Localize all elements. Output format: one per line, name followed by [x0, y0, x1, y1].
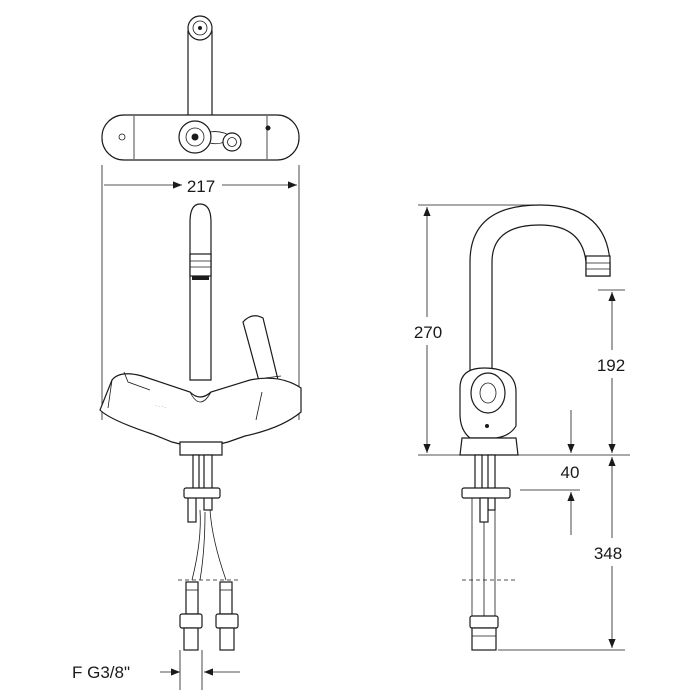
- top-view: [101, 15, 300, 161]
- dimension-thread-offset: 40: [561, 410, 580, 535]
- svg-text:· · · ·: · · · ·: [155, 403, 167, 411]
- dimension-height-label: 270: [414, 323, 442, 342]
- aerator-front-icon: [189, 253, 212, 277]
- dimension-spout-height: 192: [597, 292, 625, 453]
- side-extension-lines: [418, 204, 630, 651]
- aerator-side-icon: [585, 255, 611, 277]
- dimension-width: 217: [101, 165, 300, 420]
- dimension-height: 270: [414, 207, 442, 453]
- front-view: · · · ·: [99, 203, 302, 690]
- dimension-thread-offset-label: 40: [561, 463, 580, 482]
- dimension-connection-label: F G3/8": [72, 663, 130, 682]
- dimension-width-label: 217: [187, 177, 215, 196]
- side-view: [459, 204, 611, 651]
- dimension-spout-height-label: 192: [597, 356, 625, 375]
- dimension-connection: F G3/8": [72, 663, 240, 682]
- dimension-shank-length-label: 348: [594, 544, 622, 563]
- dimension-shank-length: 348: [594, 457, 622, 648]
